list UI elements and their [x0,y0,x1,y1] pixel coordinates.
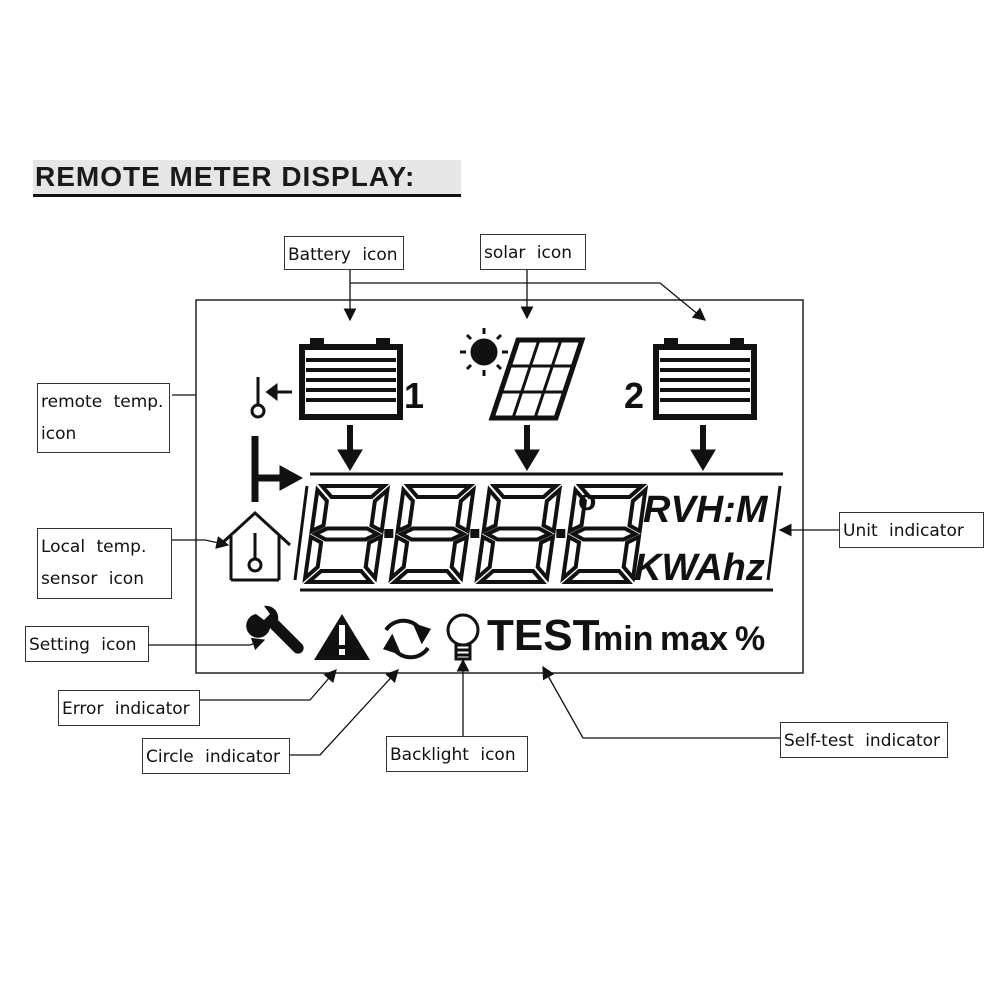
callout-circle-text: Circle indicator [146,747,280,767]
display-right-bracket [766,485,782,581]
battery-2-icon [653,338,757,420]
link-arrow-icon [251,436,304,502]
test-indicator: TEST [487,611,600,660]
digit-2-segment-4 [389,569,461,584]
battery-1-icon [299,338,403,420]
digit-1-segment-6 [309,485,330,535]
digit-3-segment-2 [541,484,563,535]
decimal-point-3 [556,529,566,538]
max-indicator: max [660,620,728,658]
callout-unit-indicator: Unit indicator [839,512,984,548]
callout-remote-temp-text: remote temp. icon [41,392,164,444]
unit-indicator-bottom: KWAhz [634,547,765,589]
callout-solar-icon: solar icon [480,234,586,270]
digit-1-segment-1 [317,484,390,499]
digit-4-segment-2 [627,484,649,535]
digit-1-segment-3 [363,533,384,583]
digit-4-segment-5 [560,533,582,584]
lightbulb-icon [446,613,480,661]
page-title: REMOTE METER DISPLAY: [33,160,461,197]
digit-4-segment-6 [567,485,588,535]
callout-solar-text: solar icon [484,243,573,263]
battery-1-number: 1 [404,375,424,416]
callout-local-temp-text: Local temp. sensor icon [41,537,147,589]
digit-1-segment-7 [310,526,382,542]
digit-1-segment-2 [369,484,391,535]
callout-backlight-text: Backlight icon [390,745,516,765]
decimal-point-1 [384,529,394,538]
warning-icon [314,614,370,660]
wrench-icon [246,605,304,654]
digit-2-segment-1 [403,484,476,499]
digit-1-segment-5 [302,533,324,584]
local-temp-sensor-icon [218,510,292,582]
min-indicator: min [593,620,653,658]
remote-temp-icon [250,377,292,419]
digit-3-segment-6 [481,485,502,535]
callout-unit-text: Unit indicator [843,521,964,541]
digit-2-segment-7 [396,526,468,542]
callout-battery-icon: Battery icon [284,236,404,270]
percent-indicator: % [735,620,765,658]
callout-local-temp-icon: Local temp. sensor icon [37,528,172,599]
callout-self-test-text: Self-test indicator [784,731,941,751]
display-left-bracket [293,485,309,581]
digit-3-segment-5 [474,533,496,584]
digit-4-segment-7 [568,526,640,542]
sun-icon [460,328,508,376]
digit-4-segment-1 [575,484,648,499]
digit-3-segment-3 [535,533,556,583]
digit-2-segment-5 [388,533,410,584]
digit-2-segment-6 [395,485,416,535]
digit-4-segment-4 [561,569,633,584]
battery-2-number: 2 [624,375,644,416]
callout-setting-icon: Setting icon [25,626,149,662]
decimal-point-2 [470,529,480,538]
callout-error-indicator: Error indicator [58,690,200,726]
down-arrows [337,425,716,471]
unit-indicator-top: RVH:M [643,489,769,531]
seven-segment-digits [302,484,649,584]
digit-3-segment-4 [475,569,547,584]
digit-4-segment-3 [621,533,642,583]
lcd-frame [195,299,804,674]
callout-setting-text: Setting icon [29,635,137,655]
digit-3-segment-1 [489,484,562,499]
digit-3-segment-7 [482,526,554,542]
refresh-icon [383,618,431,660]
page-title-text: REMOTE METER DISPLAY: [35,161,416,192]
solar-panel-icon [488,337,586,421]
callout-remote-temp-icon: remote temp. icon [37,383,170,453]
digit-2-segment-3 [449,533,470,583]
degree-symbol: o [578,484,596,517]
digit-2-segment-2 [455,484,477,535]
digit-1-segment-4 [303,569,375,584]
callout-backlight-icon: Backlight icon [386,736,528,772]
callout-self-test-indicator: Self-test indicator [780,722,948,758]
callout-battery-text: Battery icon [288,245,398,265]
callout-error-text: Error indicator [62,699,190,719]
callout-circle-indicator: Circle indicator [142,738,290,774]
